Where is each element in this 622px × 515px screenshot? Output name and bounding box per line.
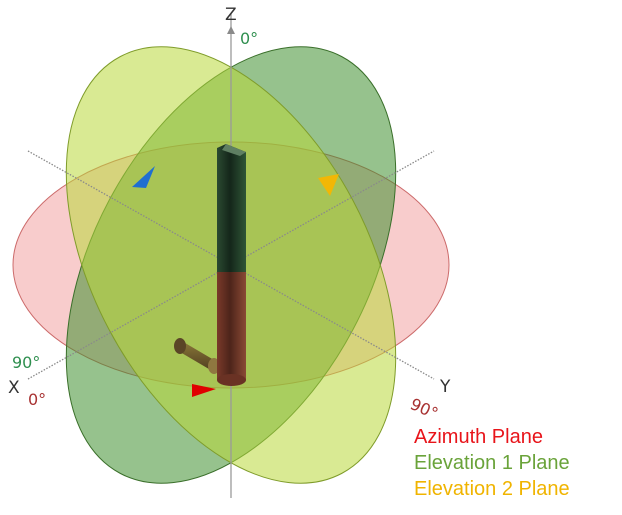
elevation-1-marker-triangle-down-icon bbox=[132, 166, 155, 188]
legend-azimuth-plane: Azimuth Plane bbox=[414, 426, 543, 448]
y-azimuth-angle-label: 90° bbox=[407, 394, 441, 423]
antenna-element bbox=[217, 144, 246, 386]
legend-elevation-2-plane: Elevation 2 Plane bbox=[414, 478, 570, 500]
y-axis-label: Y bbox=[439, 377, 451, 397]
x-azimuth-angle-label: 0° bbox=[28, 390, 46, 409]
x-elevation-angle-label: 90° bbox=[12, 353, 40, 372]
x-axis-line bbox=[27, 150, 435, 380]
elevation-2-marker-triangle-down-icon bbox=[318, 174, 339, 196]
antenna-feed-stub bbox=[174, 338, 220, 374]
z-axis-arrowhead bbox=[227, 26, 235, 34]
z-axis-label: Z bbox=[225, 5, 237, 25]
legend: Azimuth Plane Elevation 1 Plane Elevatio… bbox=[414, 424, 570, 502]
z-top-angle-label: 0° bbox=[240, 29, 258, 48]
legend-elevation-1-plane: Elevation 1 Plane bbox=[414, 452, 570, 474]
y-axis-line bbox=[27, 150, 435, 380]
x-axis-label: X bbox=[8, 378, 20, 398]
azimuth-marker-triangle-right-icon bbox=[192, 384, 216, 397]
